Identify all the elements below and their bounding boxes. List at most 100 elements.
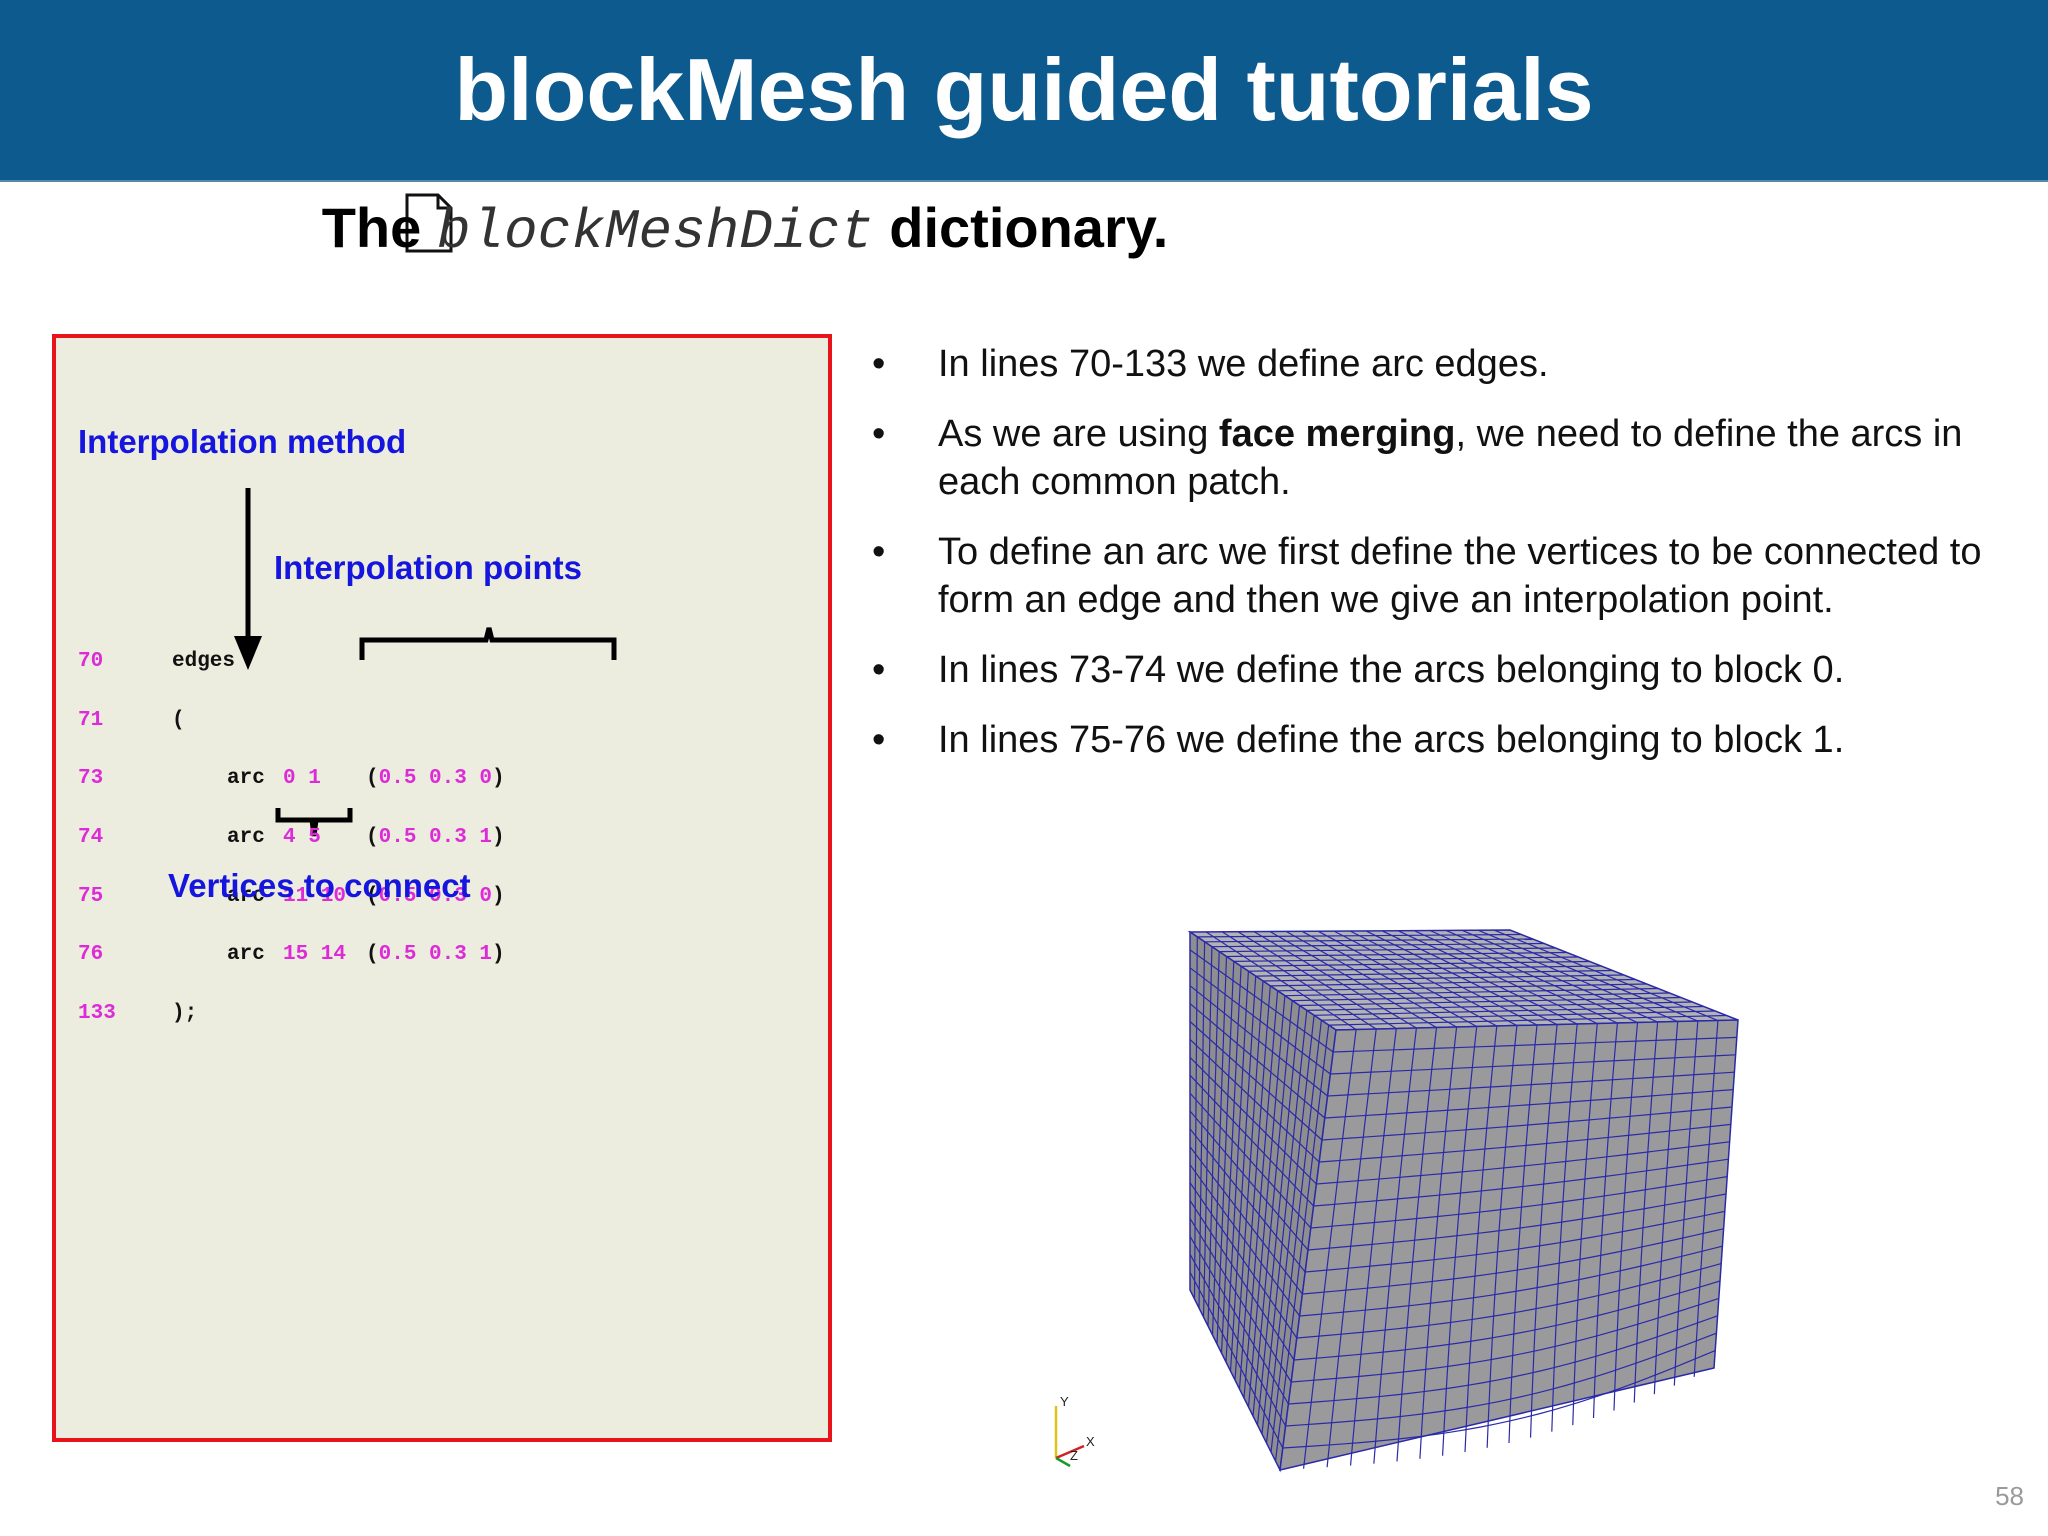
annotation-arrows xyxy=(234,488,617,837)
bullet-item: • As we are using face merging, we need t… xyxy=(872,410,2032,506)
left-grid-line xyxy=(1189,1271,1284,1449)
top-grid-line xyxy=(1270,978,1636,987)
left-grid-line xyxy=(1189,1182,1298,1339)
page-number: 58 xyxy=(1995,1481,2024,1511)
front-grid-horizontal xyxy=(1321,1106,1733,1141)
line-number: 133 xyxy=(78,1001,116,1025)
front-grid-horizontal xyxy=(1305,1210,1725,1273)
left-grid-line xyxy=(1189,1128,1306,1273)
code-point: 0.5 0.3 1 xyxy=(378,943,493,967)
front-grid-horizontal xyxy=(1307,1193,1727,1251)
code-point: 0.5 0.3 0 xyxy=(378,884,493,908)
left-grid-line xyxy=(1189,1200,1295,1361)
top-grid-line xyxy=(1493,929,1719,1022)
subtitle-prefix: The xyxy=(321,196,437,259)
points-brace xyxy=(359,627,617,660)
top-grid-line xyxy=(1477,929,1699,1022)
top-grid-line xyxy=(1413,930,1618,1024)
subtitle-code: blockMeshDict xyxy=(436,200,874,264)
top-grid-line xyxy=(1277,983,1647,992)
document-icon xyxy=(405,193,453,253)
page-title: blockMesh guided tutorials xyxy=(454,40,1594,139)
front-grid-horizontal xyxy=(1310,1176,1728,1229)
top-grid-line xyxy=(1262,974,1625,982)
bullet-text: In lines 73-74 we define the arcs belong… xyxy=(938,649,1845,691)
method-arrowhead xyxy=(234,636,262,670)
code-text: edges xyxy=(172,650,236,674)
front-grid-horizontal xyxy=(1319,1123,1731,1163)
front-grid-horizontal xyxy=(1293,1280,1721,1361)
mesh-cube-image xyxy=(1187,929,1739,1473)
code-line: 133); xyxy=(78,999,505,1028)
left-grid-line xyxy=(1270,1020,1322,1453)
top-grid-line xyxy=(1299,996,1682,1007)
front-grid-horizontal xyxy=(1299,1245,1723,1317)
top-grid-line xyxy=(1445,929,1658,1023)
line-number: 74 xyxy=(78,826,104,850)
top-grid-line xyxy=(1321,1010,1716,1021)
left-grid-line xyxy=(1265,1015,1315,1444)
top-grid-line xyxy=(1397,930,1598,1025)
title-bar: blockMesh guided tutorials xyxy=(0,0,2048,182)
line-number: 75 xyxy=(78,884,104,908)
subtitle-suffix: dictionary. xyxy=(873,196,1169,259)
axes-triad: Y X Z xyxy=(1054,1394,1095,1468)
axis-x-label: X xyxy=(1086,1434,1095,1449)
front-grid-horizontal xyxy=(1327,1071,1735,1097)
bullet-text: , we need to define the arcs in each com… xyxy=(938,413,1963,503)
code-line: 71 ( xyxy=(78,706,505,735)
line-number: 73 xyxy=(78,767,104,791)
top-grid-line xyxy=(1314,1005,1704,1016)
left-grid-line xyxy=(1243,990,1279,1399)
left-grid-line xyxy=(1189,1253,1287,1427)
code-point: 0.5 0.3 0 xyxy=(378,767,493,791)
bullet-marker: • xyxy=(872,413,886,455)
front-grid-horizontal xyxy=(1324,1089,1734,1119)
axis-z-label: Z xyxy=(1070,1448,1078,1463)
bullet-marker: • xyxy=(872,343,886,385)
front-grid-horizontal xyxy=(1288,1315,1718,1405)
top-grid-line xyxy=(1429,929,1638,1024)
bullet-marker: • xyxy=(872,649,886,691)
code-vertices: 4 5 xyxy=(283,826,321,850)
front-grid-horizontal xyxy=(1282,1350,1716,1449)
bullet-item: •To define an arc we first define the ve… xyxy=(872,528,2032,624)
left-grid-line xyxy=(1238,985,1271,1390)
bullet-text: In lines 75-76 we define the arcs belong… xyxy=(938,719,1845,761)
bullet-text: To define an arc we first define the ver… xyxy=(938,531,1982,621)
code-panel: Interpolation method Interpolation point… xyxy=(52,334,832,1442)
front-grid-horizontal xyxy=(1291,1297,1719,1383)
front-grid-horizontal xyxy=(1316,1141,1730,1185)
cube-mesh-grid xyxy=(1189,929,1737,1469)
code-line: 70 edges xyxy=(78,647,505,676)
code-text: ( xyxy=(172,708,185,732)
left-grid-line xyxy=(1274,1025,1330,1462)
line-number: 71 xyxy=(78,708,104,732)
code-keyword: arc xyxy=(227,943,265,967)
top-grid-line xyxy=(1381,930,1578,1025)
bullet-item: • In lines 75-76 we define the arcs belon… xyxy=(872,716,2032,764)
top-grid-line xyxy=(1306,1001,1693,1011)
front-grid-horizontal xyxy=(1333,1036,1737,1053)
left-grid-line xyxy=(1252,1000,1293,1417)
label-interpolation-points: Interpolation points xyxy=(274,549,582,586)
code-keyword: arc xyxy=(227,826,265,850)
left-grid-line xyxy=(1189,1146,1303,1295)
line-number: 70 xyxy=(78,650,104,674)
code-point: 0.5 0.3 1 xyxy=(378,826,493,850)
bullet-marker: • xyxy=(872,719,886,761)
left-grid-line xyxy=(1189,1218,1292,1383)
bullet-text: As we are using xyxy=(938,413,1219,455)
left-grid-line xyxy=(1189,1110,1309,1251)
code-keyword: arc xyxy=(227,884,265,908)
code-vertices: 11 10 xyxy=(283,884,347,908)
top-grid-line xyxy=(1292,992,1670,1002)
top-grid-line xyxy=(1328,1014,1727,1026)
front-grid-horizontal xyxy=(1313,1158,1729,1207)
front-grid-horizontal xyxy=(1285,1332,1717,1427)
code-vertices: 15 14 xyxy=(283,943,347,967)
bullet-bold-term: face merging xyxy=(1218,413,1456,455)
bullet-item: •In lines 70-133 we define arc edges. xyxy=(872,340,2032,388)
